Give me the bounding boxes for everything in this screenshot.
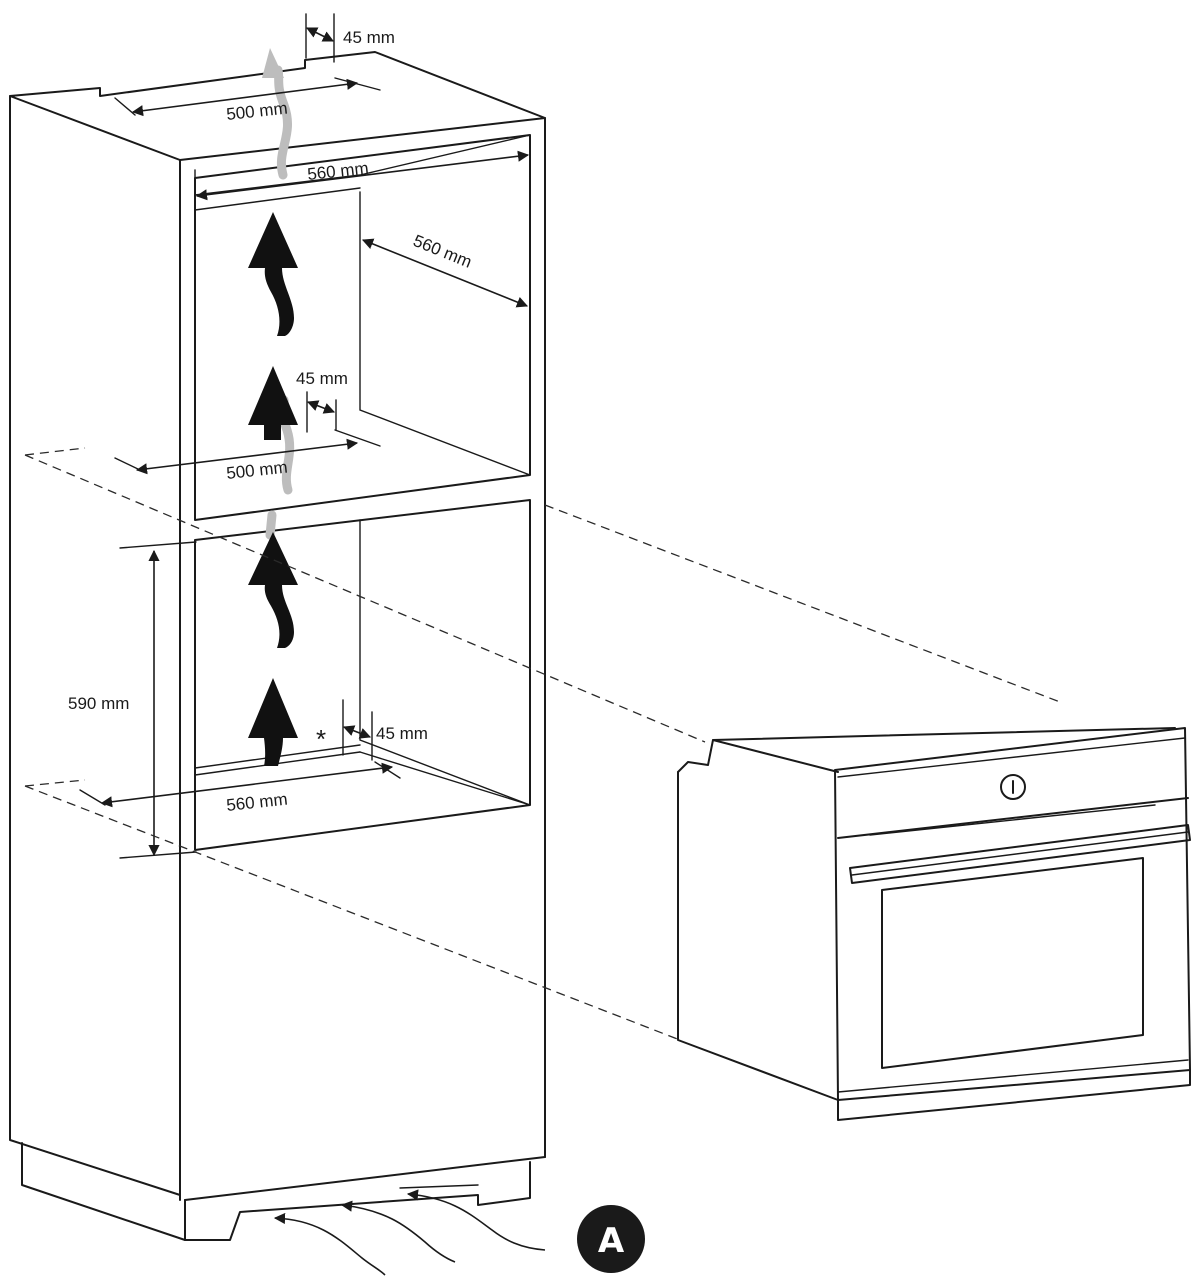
asterisk-mark: *	[316, 724, 326, 754]
label-bottom-width: 560 mm	[225, 790, 288, 815]
vent-arrow-ghost-top	[273, 65, 292, 180]
oven	[677, 727, 1191, 1121]
label-top-depth: 500 mm	[225, 99, 288, 124]
vent-arrow-ghost-low	[265, 510, 277, 540]
badge-a-label: A	[598, 1221, 625, 1261]
vent-arrow-ghost-top-head	[262, 48, 284, 78]
oven-handle	[849, 824, 1191, 884]
vent-arrow-2	[248, 366, 298, 440]
label-shelf-depth: 500 mm	[225, 458, 288, 483]
label-bottom-gap: 45 mm	[376, 724, 428, 743]
vent-arrow-4	[248, 678, 298, 766]
airflow-arrows	[248, 48, 298, 766]
badge-a: A	[577, 1205, 645, 1273]
dimension-lines	[79, 13, 531, 859]
projection-lines	[24, 447, 1061, 1041]
vent-arrow-1	[248, 212, 298, 336]
intake-air-arrows	[273, 1189, 546, 1276]
label-niche-height: 590 mm	[68, 694, 129, 713]
label-top-gap: 45 mm	[343, 28, 395, 47]
oven-window	[881, 857, 1144, 1069]
label-side-depth: 560 mm	[411, 231, 475, 272]
power-knob-icon	[1000, 774, 1026, 800]
vent-arrow-3	[248, 532, 298, 648]
label-shelf-gap: 45 mm	[296, 369, 348, 388]
